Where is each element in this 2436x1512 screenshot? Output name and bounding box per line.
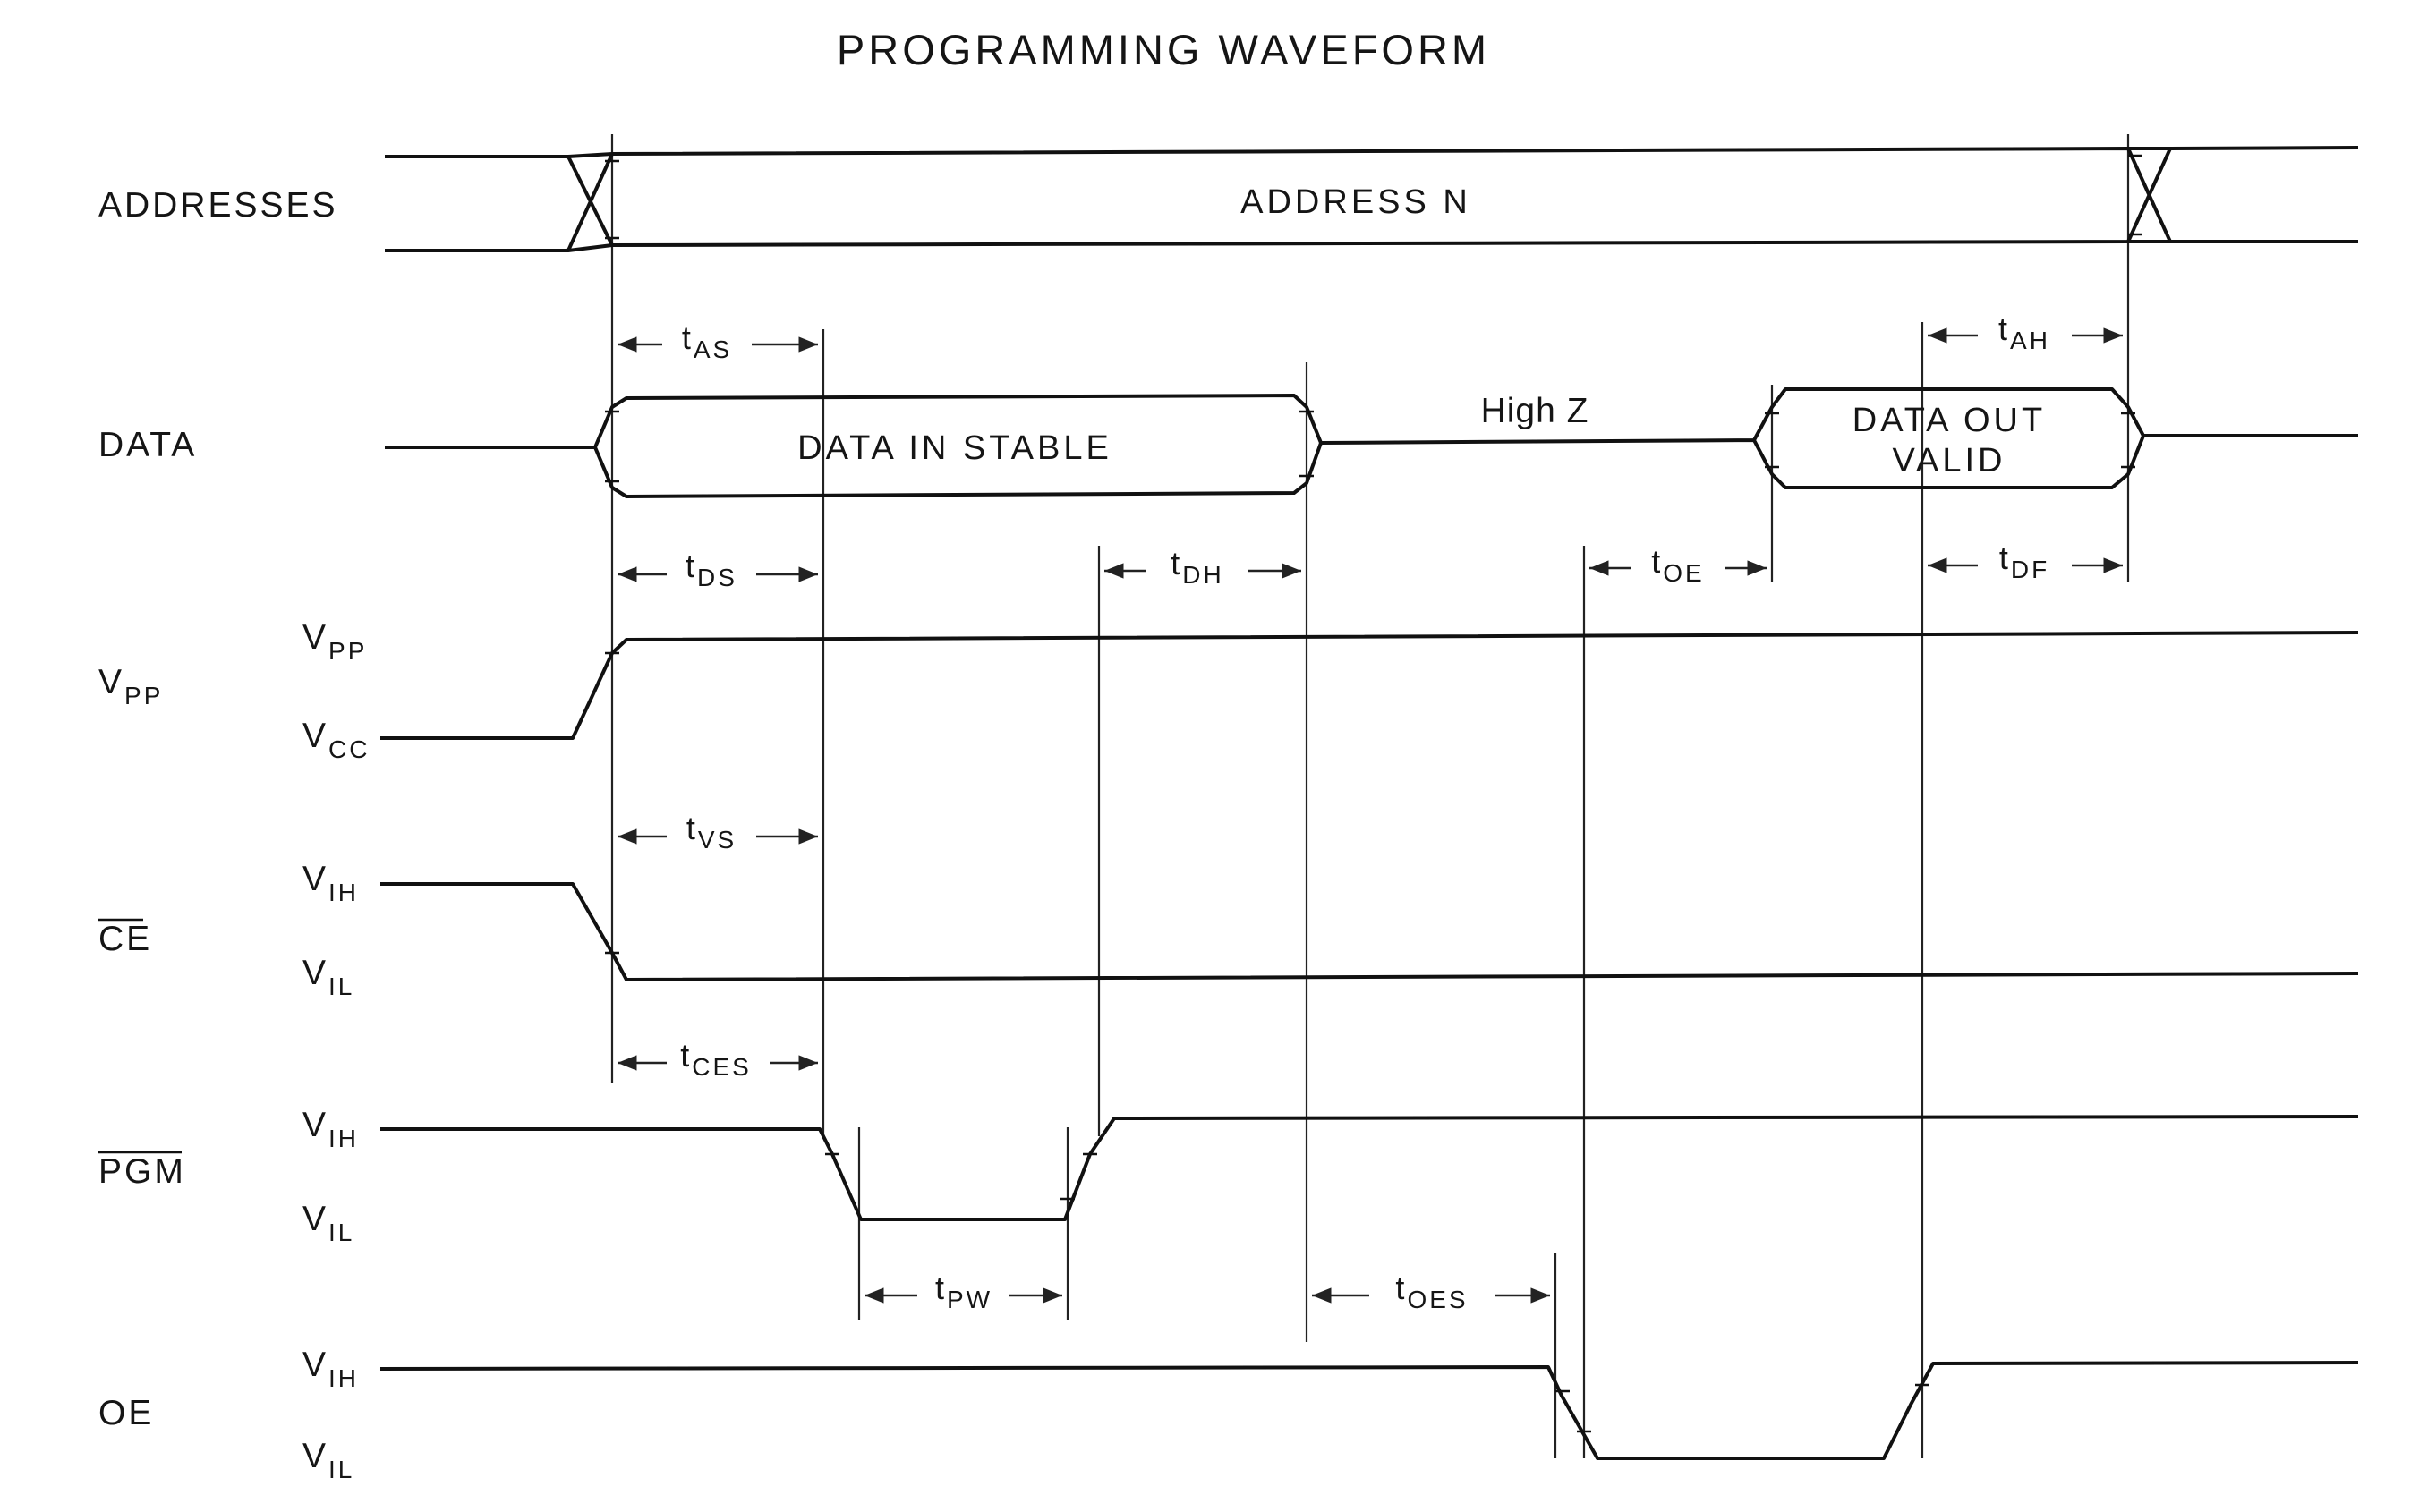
address-crossing-ticks [605, 154, 2142, 240]
signal-label-oe: OE [98, 1394, 154, 1432]
timing-tds: tDS [618, 548, 818, 591]
level-label-oe-high: VIH [302, 1346, 359, 1392]
timing-toe: tOE [1589, 543, 1767, 587]
timing-label-toe: tOE [1651, 543, 1704, 587]
timing-tpw: tPW [865, 1270, 1062, 1313]
pgm-waveform [380, 1115, 2359, 1221]
timing-tvs: tVS [618, 810, 818, 854]
level-label-vpp-low: VCC [302, 717, 370, 763]
signal-label-vpp: VPP [98, 663, 163, 709]
data-bus-waveform [385, 387, 2358, 498]
level-label-ce-low: VIL [302, 954, 354, 1000]
high-z-label: High Z [1481, 392, 1589, 430]
timing-label-tds: tDS [686, 548, 737, 591]
address-bus-waveform [385, 146, 2359, 252]
oe-waveform [379, 1361, 2359, 1460]
oe-edge-ticks [1555, 1383, 1929, 1433]
timing-label-tdf: tDF [1999, 539, 2049, 583]
diagram-title: PROGRAMMING WAVEFORM [837, 26, 1490, 73]
timing-tdf: tDF [1928, 539, 2123, 583]
timing-label-toes: tOES [1395, 1270, 1468, 1313]
timing-label-tdh: tDH [1171, 545, 1223, 589]
timing-label-tah: tAH [1998, 310, 2050, 354]
timing-label-tvs: tVS [686, 810, 737, 854]
level-label-pgm-low: VIL [302, 1200, 354, 1246]
level-label-pgm-high: VIH [302, 1106, 359, 1152]
signal-label-pgm: PGM [98, 1152, 186, 1191]
timing-tdh: tDH [1104, 545, 1301, 589]
data-in-stable-label: DATA IN STABLE [797, 429, 1112, 467]
data-edge-ticks [605, 410, 2135, 483]
pgm-edge-ticks [825, 1152, 1097, 1201]
address-n-label: ADDRESS N [1240, 183, 1471, 221]
data-out-label-line2: VALID [1892, 442, 2006, 480]
timing-label-tces: tCES [680, 1037, 752, 1081]
level-label-vpp-high: VPP [302, 618, 367, 665]
timing-toes: tOES [1312, 1270, 1550, 1313]
timing-tces: tCES [618, 1037, 818, 1081]
level-label-ce-high: VIH [302, 860, 359, 906]
data-out-label-line1: DATA OUT [1853, 402, 2046, 439]
timing-label-tas: tAS [682, 319, 732, 363]
timing-tas: tAS [618, 319, 818, 363]
ce-waveform [380, 882, 2359, 981]
timing-tah: tAH [1928, 310, 2123, 354]
signal-label-data: DATA [98, 426, 197, 464]
level-label-oe-low: VIL [302, 1437, 354, 1483]
signal-label-ce: CE [98, 920, 152, 958]
timing-guides [610, 134, 2130, 1458]
vpp-waveform [380, 631, 2359, 740]
signal-label-addresses: ADDRESSES [98, 186, 338, 225]
timing-label-tpw: tPW [935, 1270, 992, 1313]
